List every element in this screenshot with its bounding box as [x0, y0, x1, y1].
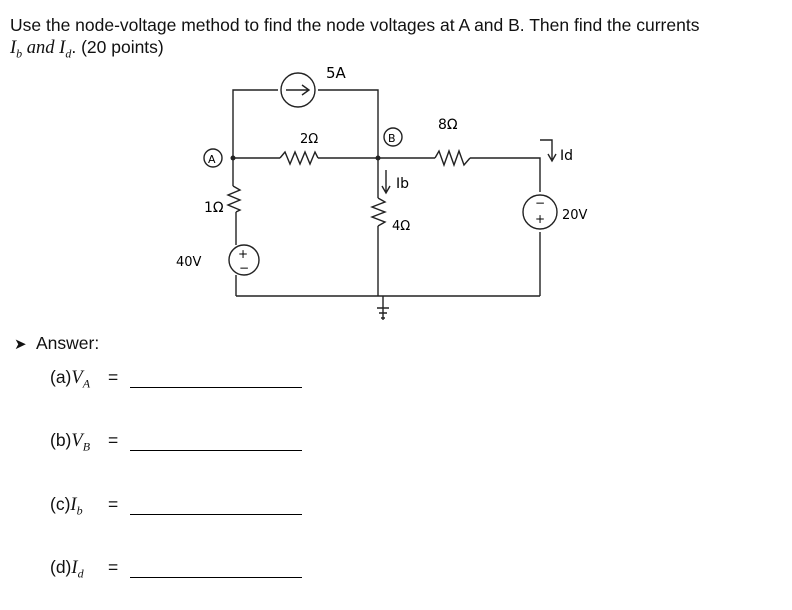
node-a-label: A: [208, 153, 216, 166]
answer-heading: ➤Answer:: [14, 333, 100, 353]
label-20v: 20V: [562, 208, 588, 223]
voltage-source-20v: [522, 194, 558, 230]
ib-label: Ib: [396, 176, 409, 192]
plus-20v: +: [535, 212, 545, 226]
answer-row-a: (a) VA =: [50, 367, 302, 391]
label-1ohm: 1Ω: [204, 200, 224, 216]
wire-top-right: [318, 89, 379, 158]
circuit-diagram: 5A 2Ω 8Ω 1Ω 4Ω A B Ib Id 40V 20V + − − +: [176, 64, 588, 320]
current-source-arrow: [286, 84, 311, 96]
label-8ohm: 8Ω: [438, 117, 458, 133]
minus-20v: −: [535, 196, 545, 210]
ib-arrow: [381, 170, 391, 195]
answer-row-c: (c) Ib =: [50, 494, 302, 518]
resistor-8ohm: [434, 148, 471, 168]
node-a-circle: [203, 148, 223, 168]
and-word: and: [22, 38, 60, 58]
answer-blank-b[interactable]: [130, 450, 302, 451]
label-40v: 40V: [176, 255, 202, 270]
answer-row-d: (d) Id =: [50, 557, 302, 581]
plus-40v: +: [238, 247, 248, 261]
resistor-1ohm: [226, 185, 242, 213]
label-5a: 5A: [326, 64, 347, 82]
current-source-circle: [280, 72, 316, 108]
wire-right-top: [470, 157, 541, 192]
id-arrow: [540, 139, 557, 163]
answer-blank-a[interactable]: [130, 387, 302, 388]
id-symbol: Id: [59, 38, 72, 61]
label-2ohm: 2Ω: [300, 132, 318, 147]
minus-40v: −: [239, 261, 249, 275]
id-label: Id: [560, 148, 573, 164]
label-4ohm: 4Ω: [392, 219, 410, 234]
ground-symbol: [377, 307, 389, 319]
question-line-1: Use the node-voltage method to find the …: [10, 15, 700, 35]
voltage-source-40v: [228, 244, 260, 276]
wire-top-left: [232, 89, 278, 158]
node-b-dot: [375, 155, 381, 161]
answer-row-b: (b) VB =: [50, 430, 302, 454]
node-a-dot: [230, 155, 236, 161]
node-b-circle: [383, 127, 403, 147]
arrow-bullet-icon: ➤: [14, 336, 27, 353]
resistor-2ohm: [279, 150, 319, 166]
answer-blank-c[interactable]: [130, 514, 302, 515]
question-points: . (20 points): [71, 37, 164, 57]
node-b-label: B: [388, 132, 396, 145]
ib-symbol: Ib: [10, 38, 23, 61]
question-text: Use the node-voltage method to find the …: [10, 14, 785, 65]
answer-blank-d[interactable]: [130, 577, 302, 578]
resistor-4ohm: [370, 197, 387, 227]
